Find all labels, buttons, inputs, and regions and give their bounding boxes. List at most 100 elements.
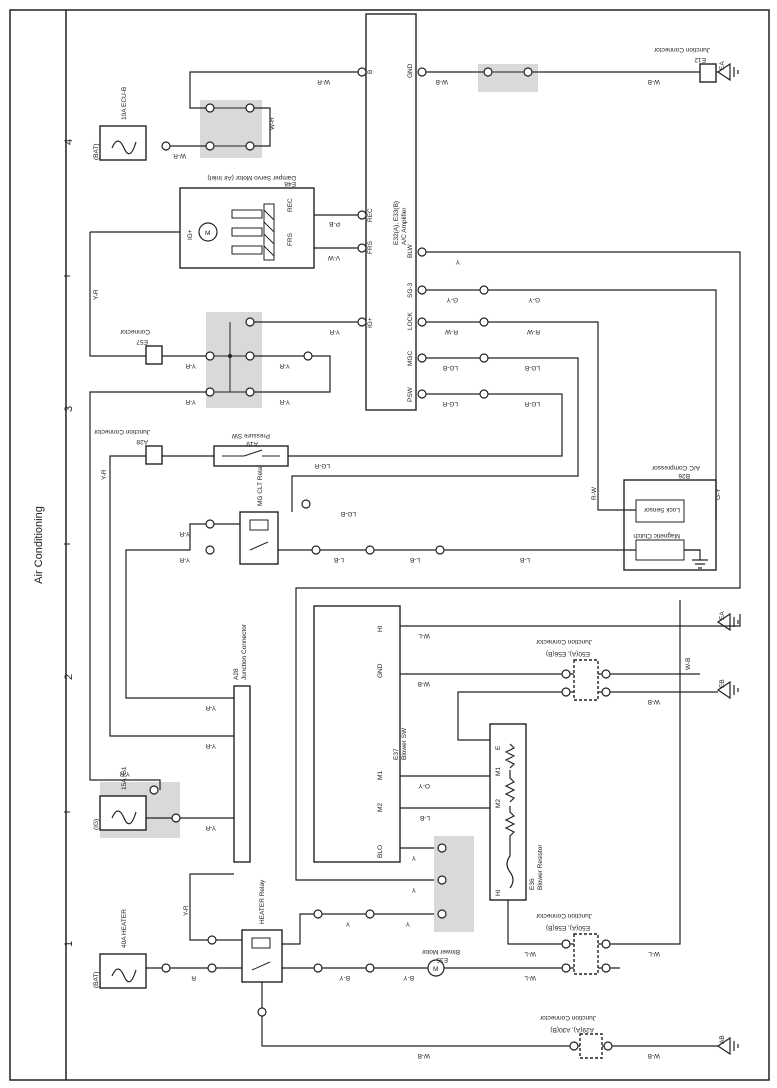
junction-a29-box — [579, 1033, 603, 1059]
ac-amplifier-pins: GND B REC FRS IG+ BLW SG-3 LOCK MGC PSW — [367, 63, 414, 402]
wire-label: L-B — [520, 556, 530, 563]
wire-label: G-Y — [528, 296, 540, 303]
ground-icon — [716, 680, 739, 700]
ac-compressor-code: B26 — [678, 472, 690, 479]
servo-pin-frs: FRS — [287, 232, 294, 246]
wire-label: V-W — [327, 254, 340, 261]
junction-e12-label: Junction Connector — [653, 46, 710, 53]
blower-resistor-code: E36 — [529, 878, 536, 890]
resistor-pin-hi: HI — [495, 889, 502, 896]
blower-sw-pin-m2: M2 — [377, 803, 384, 812]
wire-label: Y-R — [279, 398, 290, 405]
amp-pin-frs: FRS — [367, 240, 374, 254]
ac-compressor-label: A/C Compressor — [651, 464, 700, 471]
grid-number-3: 3 — [63, 406, 75, 412]
wire-label: Y — [455, 258, 460, 265]
igi-fuse-label: 15A IG1 — [121, 766, 128, 790]
wire-label: W-B — [647, 698, 660, 705]
wire-label: Y-R — [179, 530, 190, 537]
wire-label: R-W — [526, 328, 540, 335]
blower-motor-label: Blower Motor — [421, 948, 460, 955]
junction-a28-label: Junction Connector — [241, 623, 248, 680]
grid-number-4: 4 — [63, 139, 75, 145]
servo-contact-2 — [231, 227, 263, 237]
amp-pin-mgc: MGC — [407, 351, 414, 366]
ground-icon — [716, 612, 739, 632]
ecu-b-fuse-supply: (BAT) — [93, 144, 100, 161]
amp-pin-ig: IG+ — [367, 317, 374, 328]
junction-e57-label: Connector — [119, 328, 150, 335]
lock-sensor-label: Lock Sensor — [643, 506, 680, 513]
blower-sw-pin-gnd: GND — [377, 663, 384, 678]
svg-text:EA: EA — [719, 61, 726, 70]
wire-label: W-B — [417, 1052, 430, 1059]
wire-label: W-L — [524, 974, 536, 981]
junction-e50-label: Junction Connector — [535, 638, 592, 645]
wire-label: G-Y — [715, 488, 722, 500]
junction-a29-code: A29(A), A30(B) — [550, 1026, 594, 1033]
blower-sw-pin-hi: HI — [377, 625, 384, 632]
blower-sw-pin-m1: M1 — [377, 771, 384, 780]
mg-clt-relay-label: MG CLT Relay — [257, 463, 264, 506]
servo-pin-ig: IG+ — [187, 229, 194, 240]
wire-label: Y-R — [119, 770, 130, 777]
ground-icon — [716, 1036, 739, 1056]
wire-label: W-L — [648, 950, 660, 957]
wire-label: W-R — [269, 117, 276, 130]
wire-label: L-B — [410, 556, 420, 563]
wire-label: L-B — [334, 556, 344, 563]
heater-fuse-label: 40A HEATER — [121, 909, 128, 948]
junction-e50b-box — [573, 933, 599, 975]
junction-a28-code: A28 — [233, 668, 240, 680]
pressure-sw-label: Pressure SW — [231, 432, 270, 439]
wire-label: R — [191, 974, 196, 981]
amp-pin-gnd: GND — [407, 63, 414, 78]
wire-label: LG-R — [442, 400, 458, 407]
damper-servo-label: Damper Servo Motor (Air Inlet) — [208, 174, 297, 181]
resistor-pin-m2: M2 — [495, 799, 502, 808]
lock-sensor-box — [635, 499, 685, 523]
junction-e57 — [145, 345, 163, 365]
wire-label: LG-B — [525, 364, 540, 371]
amp-pin-lock: LOCK — [407, 312, 414, 330]
wire-label: Y — [411, 886, 416, 893]
junction-e50b-label: Junction Connector — [535, 912, 592, 919]
svg-text:M: M — [205, 230, 210, 237]
blower-motor-code: E35 — [436, 956, 448, 963]
wiring — [89, 71, 741, 1047]
amp-pin-blw: BLW — [407, 244, 414, 258]
amp-pin-b: B — [367, 70, 374, 74]
servo-contact-1 — [231, 209, 263, 219]
wire-label: W-B — [417, 680, 430, 687]
wire-label: Y-R — [205, 824, 216, 831]
junction-a28-top — [145, 445, 163, 465]
resistor-pin-m1: M1 — [495, 767, 502, 776]
wire-label: Y-R — [185, 398, 196, 405]
heater-fuse-box — [99, 953, 147, 989]
junction-e57-code: E57 — [136, 338, 148, 345]
blower-sw-label: Blower SW — [401, 727, 408, 760]
ground-symbols: EA EA EB AB — [692, 61, 739, 1056]
ac-amplifier-label: A/C Amplifier — [401, 207, 408, 245]
junction-e50-box — [573, 659, 599, 701]
resistor-coil — [504, 743, 516, 889]
wire-label: LG-R — [314, 462, 330, 469]
page-frame — [9, 9, 770, 1081]
wire-label: W-B — [647, 78, 660, 85]
wire-label: W-R — [173, 152, 186, 159]
wire-label: Y-R — [185, 362, 196, 369]
wire-label: W-B — [685, 657, 692, 670]
heater-fuse-supply: (BAT) — [93, 972, 100, 989]
wire-label: W-L — [524, 950, 536, 957]
junction-e12 — [699, 63, 717, 83]
wire-label: W-R — [317, 78, 330, 85]
junction-e50b-code: E50(A), E56(B) — [546, 924, 590, 931]
wire-label: G-Y — [446, 296, 458, 303]
servo-contact-3 — [231, 245, 263, 255]
wire-label: Y — [345, 920, 350, 927]
ac-amplifier-code: E32(A), E33(B) — [393, 201, 400, 245]
wire-label: P-B — [329, 220, 340, 227]
wire-label: Y-R — [205, 704, 216, 711]
wire-label: Y-R — [279, 362, 290, 369]
